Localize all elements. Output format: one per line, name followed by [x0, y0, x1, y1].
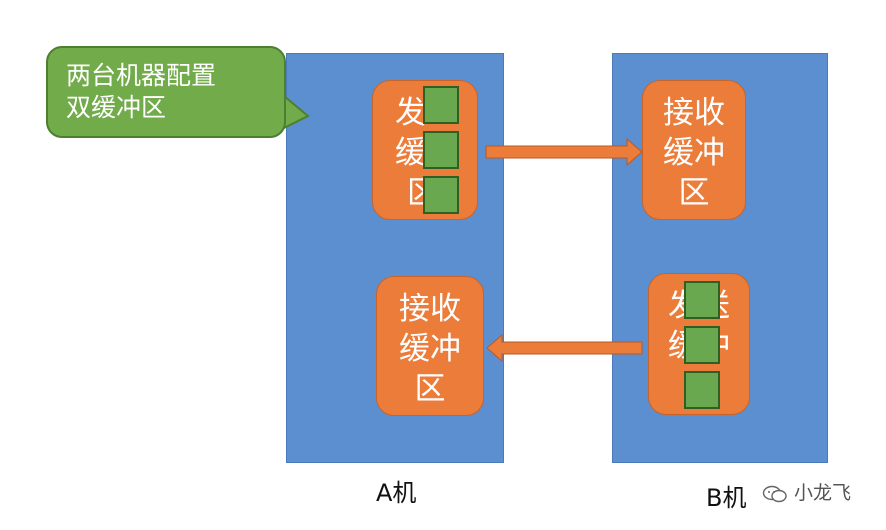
buffer-slot [684, 371, 720, 409]
watermark-text: 小龙飞 [794, 482, 852, 504]
buffer-text: 发 [395, 95, 426, 131]
buffer-text: 接收 [663, 95, 725, 131]
buffer-text: 缓冲 [663, 135, 725, 171]
callout-bubble: 两台机器配置 双缓冲区 [46, 46, 286, 138]
machine-a-receive-buffer: 接收 缓冲 区 [376, 276, 484, 416]
buffer-text: 区 [414, 371, 446, 407]
buffer-slot [684, 281, 720, 319]
machine-a-label: A机 [376, 479, 417, 507]
watermark: 小龙飞 [762, 478, 851, 505]
buffer-slot [423, 86, 459, 124]
callout-line-2: 双缓冲区 [66, 93, 167, 122]
buffer-text: 区 [678, 175, 710, 211]
buffer-slot [423, 131, 459, 169]
machine-b-label: B机 [706, 484, 747, 512]
buffer-text: 缓 [395, 135, 426, 171]
buffer-slot [423, 176, 459, 214]
chat-bubbles-icon [762, 485, 787, 502]
buffer-text: 接收 [399, 291, 461, 327]
machine-b-receive-buffer: 接收 缓冲 区 [642, 80, 746, 220]
buffer-text: 缓冲 [399, 331, 461, 367]
callout-line-1: 两台机器配置 [66, 61, 217, 90]
buffer-slot [684, 326, 720, 364]
